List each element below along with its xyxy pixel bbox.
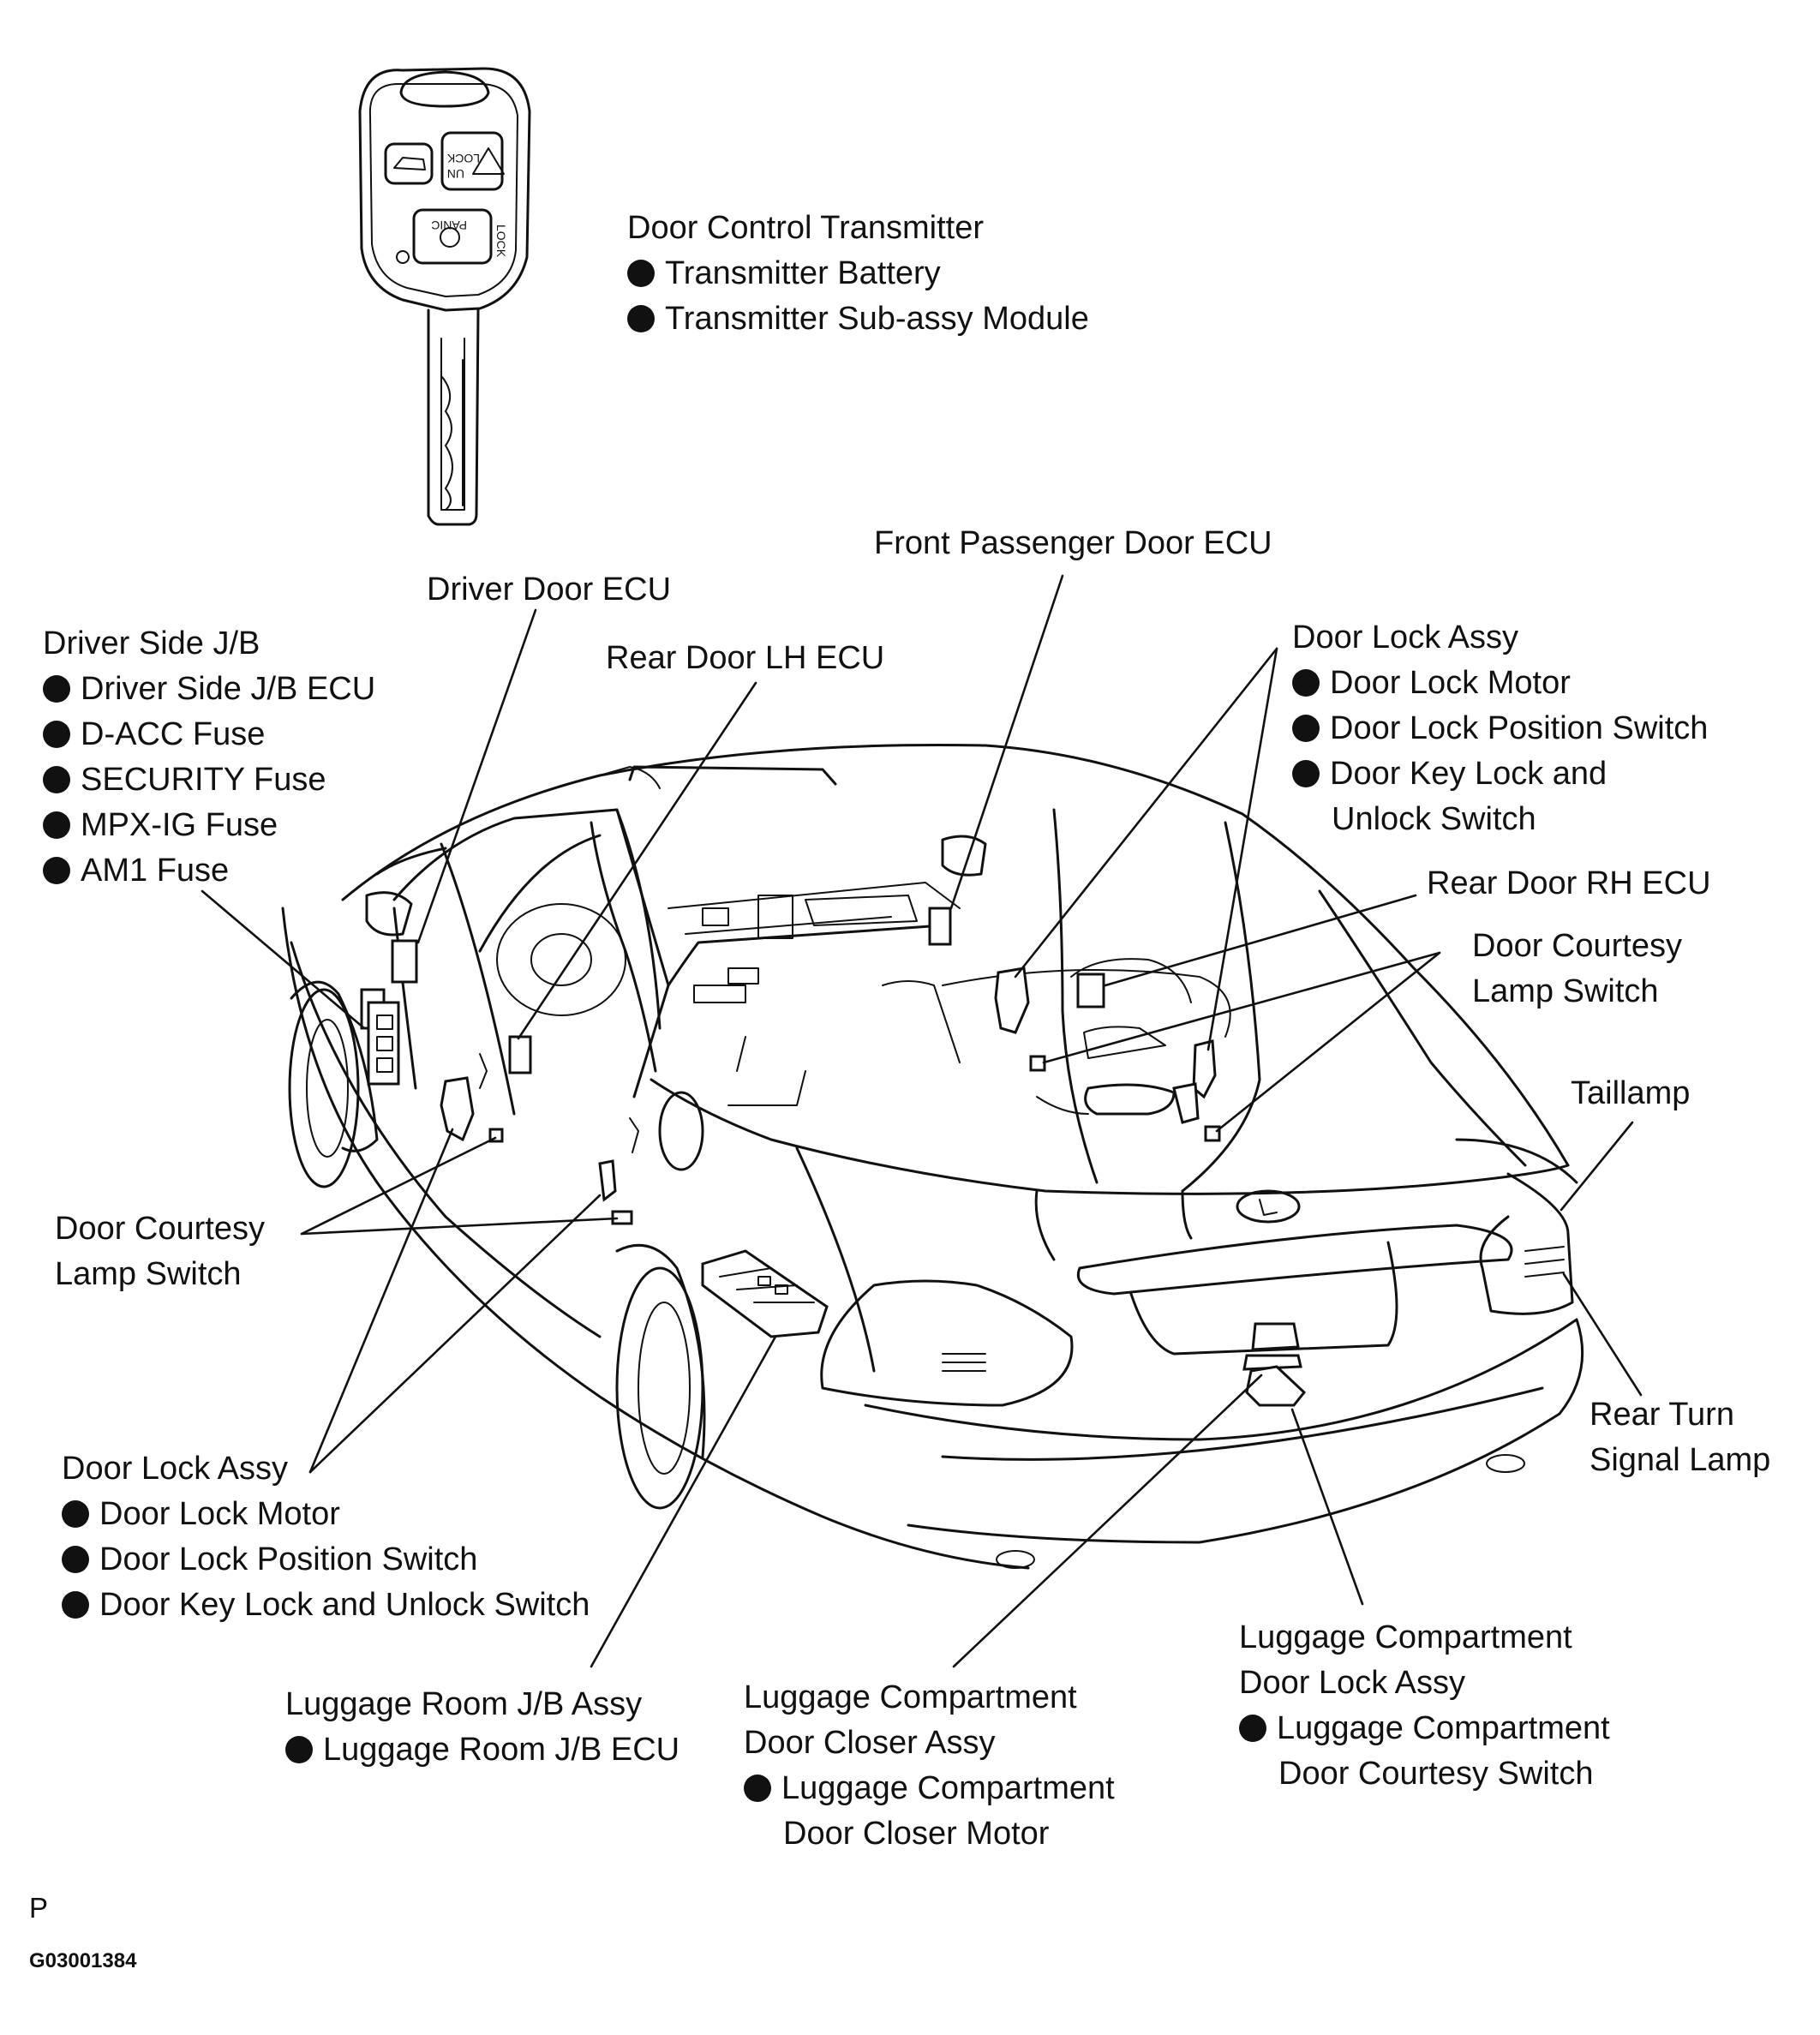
luggage-room-jb-item: Luggage Room J/B ECU bbox=[323, 1732, 680, 1768]
label-driver-side-jb: Driver Side J/B Driver Side J/B ECU D-AC… bbox=[43, 621, 375, 894]
door-lock-assy-right-continuation: Unlock Switch bbox=[1332, 801, 1536, 837]
component-luggage-closer bbox=[1242, 1322, 1302, 1371]
driver-jb-item: D-ACC Fuse bbox=[81, 716, 266, 752]
door-courtesy-right-line1: Door Courtesy bbox=[1472, 928, 1682, 964]
door-courtesy-left-line2: Lamp Switch bbox=[55, 1256, 242, 1292]
door-lock-assy-left-item: Door Key Lock and Unlock Switch bbox=[99, 1587, 590, 1623]
bullet-icon bbox=[43, 811, 70, 839]
bullet-icon bbox=[627, 305, 655, 332]
driver-jb-item: AM1 Fuse bbox=[81, 853, 230, 889]
door-lock-assy-right-item: Door Lock Position Switch bbox=[1330, 710, 1709, 746]
door-lock-assy-right-item: Door Lock Motor bbox=[1330, 665, 1571, 701]
component-rear-door-rh-ecu bbox=[1076, 973, 1105, 1009]
driver-jb-item: SECURITY Fuse bbox=[81, 762, 326, 798]
bullet-icon bbox=[1292, 760, 1320, 787]
bullet-icon bbox=[285, 1736, 313, 1763]
unlock-button-text-lock: LOCK bbox=[446, 152, 480, 165]
bullet-icon bbox=[62, 1591, 89, 1619]
door-lock-assy-left-title: Door Lock Assy bbox=[62, 1451, 288, 1487]
label-luggage-closer: Luggage Compartment Door Closer Assy Lug… bbox=[744, 1675, 1115, 1857]
driver-jb-item: Driver Side J/B ECU bbox=[81, 671, 376, 707]
label-door-courtesy-right: Door Courtesy Lamp Switch bbox=[1472, 924, 1682, 1015]
luggage-lock-title1: Luggage Compartment bbox=[1239, 1619, 1572, 1655]
footer-code: G03001384 bbox=[29, 1949, 137, 1972]
door-lock-assy-left-item: Door Lock Position Switch bbox=[99, 1541, 478, 1577]
luggage-lock-item-continuation: Door Courtesy Switch bbox=[1278, 1756, 1594, 1792]
lock-button-text: LOCK bbox=[494, 224, 508, 258]
component-driver-door-ecu bbox=[391, 939, 418, 984]
luggage-lock-title2: Door Lock Assy bbox=[1239, 1665, 1465, 1701]
bullet-icon bbox=[62, 1546, 89, 1573]
component-door-lock-assy-right-front bbox=[994, 967, 1046, 1072]
door-lock-assy-right-title: Door Lock Assy bbox=[1292, 619, 1518, 655]
bullet-icon bbox=[1292, 715, 1320, 742]
label-rear-door-rh-ecu: Rear Door RH ECU bbox=[1427, 865, 1711, 901]
component-front-passenger-door-ecu bbox=[928, 907, 952, 946]
door-lock-assy-right-item: Door Key Lock and bbox=[1330, 756, 1607, 792]
label-door-courtesy-left: Door Courtesy Lamp Switch bbox=[55, 1206, 265, 1297]
bullet-icon bbox=[627, 260, 655, 287]
door-control-transmitter-key: UN LOCK PANIC LOCK bbox=[358, 67, 531, 526]
label-front-passenger-door-ecu: Front Passenger Door ECU bbox=[874, 525, 1272, 561]
driver-jb-item: MPX-IG Fuse bbox=[81, 807, 278, 843]
leader-lines bbox=[201, 574, 1643, 1668]
luggage-room-jb-title: Luggage Room J/B Assy bbox=[285, 1686, 643, 1722]
bullet-icon bbox=[1292, 669, 1320, 697]
bullet-icon bbox=[43, 857, 70, 884]
bullet-icon bbox=[43, 766, 70, 793]
transmitter-item: Transmitter Sub-assy Module bbox=[665, 301, 1089, 337]
driver-jb-title: Driver Side J/B bbox=[43, 625, 260, 661]
bullet-icon bbox=[744, 1775, 771, 1802]
label-luggage-room-jb: Luggage Room J/B Assy Luggage Room J/B E… bbox=[285, 1682, 680, 1773]
door-lock-assy-left-item: Door Lock Motor bbox=[99, 1496, 340, 1532]
component-driver-jb bbox=[360, 988, 400, 1086]
label-transmitter: Door Control Transmitter Transmitter Bat… bbox=[627, 206, 1089, 342]
component-door-lock-assy-left-rear bbox=[598, 1117, 639, 1225]
component-rear-door-lh-ecu bbox=[508, 1035, 532, 1074]
luggage-closer-title1: Luggage Compartment bbox=[744, 1679, 1077, 1715]
vehicle-outline bbox=[281, 743, 1584, 1570]
label-door-lock-assy-right: Door Lock Assy Door Lock Motor Door Lock… bbox=[1292, 615, 1708, 842]
luggage-closer-title2: Door Closer Assy bbox=[744, 1725, 996, 1761]
luggage-closer-item: Luggage Compartment bbox=[781, 1770, 1115, 1806]
label-rear-turn-signal: Rear Turn Signal Lamp bbox=[1590, 1392, 1770, 1483]
luggage-lock-item: Luggage Compartment bbox=[1277, 1710, 1610, 1746]
bullet-icon bbox=[43, 675, 70, 703]
unlock-button-text-un: UN bbox=[447, 167, 464, 181]
label-door-lock-assy-left: Door Lock Assy Door Lock Motor Door Lock… bbox=[62, 1446, 590, 1628]
bullet-icon bbox=[1239, 1715, 1266, 1742]
footer-letter: P bbox=[29, 1892, 49, 1924]
door-courtesy-left-line1: Door Courtesy bbox=[55, 1211, 265, 1247]
label-luggage-lock: Luggage Compartment Door Lock Assy Lugga… bbox=[1239, 1615, 1610, 1797]
transmitter-title: Door Control Transmitter bbox=[627, 210, 985, 246]
door-courtesy-right-line2: Lamp Switch bbox=[1472, 973, 1659, 1009]
component-door-lock-assy-left-front bbox=[440, 1053, 504, 1143]
label-taillamp: Taillamp bbox=[1571, 1075, 1691, 1111]
component-door-lock-assy-right-rear bbox=[1172, 1039, 1221, 1142]
rear-turn-signal-line2: Signal Lamp bbox=[1590, 1442, 1771, 1478]
component-luggage-lock bbox=[1245, 1365, 1307, 1407]
component-luggage-room-jb bbox=[701, 1249, 829, 1338]
transmitter-item: Transmitter Battery bbox=[665, 255, 941, 291]
bullet-icon bbox=[62, 1500, 89, 1528]
bullet-icon bbox=[43, 721, 70, 748]
label-driver-door-ecu: Driver Door ECU bbox=[427, 572, 672, 608]
label-rear-door-lh-ecu: Rear Door LH ECU bbox=[606, 640, 885, 676]
luggage-closer-item-continuation: Door Closer Motor bbox=[783, 1816, 1050, 1852]
panic-button-text: PANIC bbox=[431, 218, 467, 232]
rear-turn-signal-line1: Rear Turn bbox=[1590, 1397, 1734, 1433]
